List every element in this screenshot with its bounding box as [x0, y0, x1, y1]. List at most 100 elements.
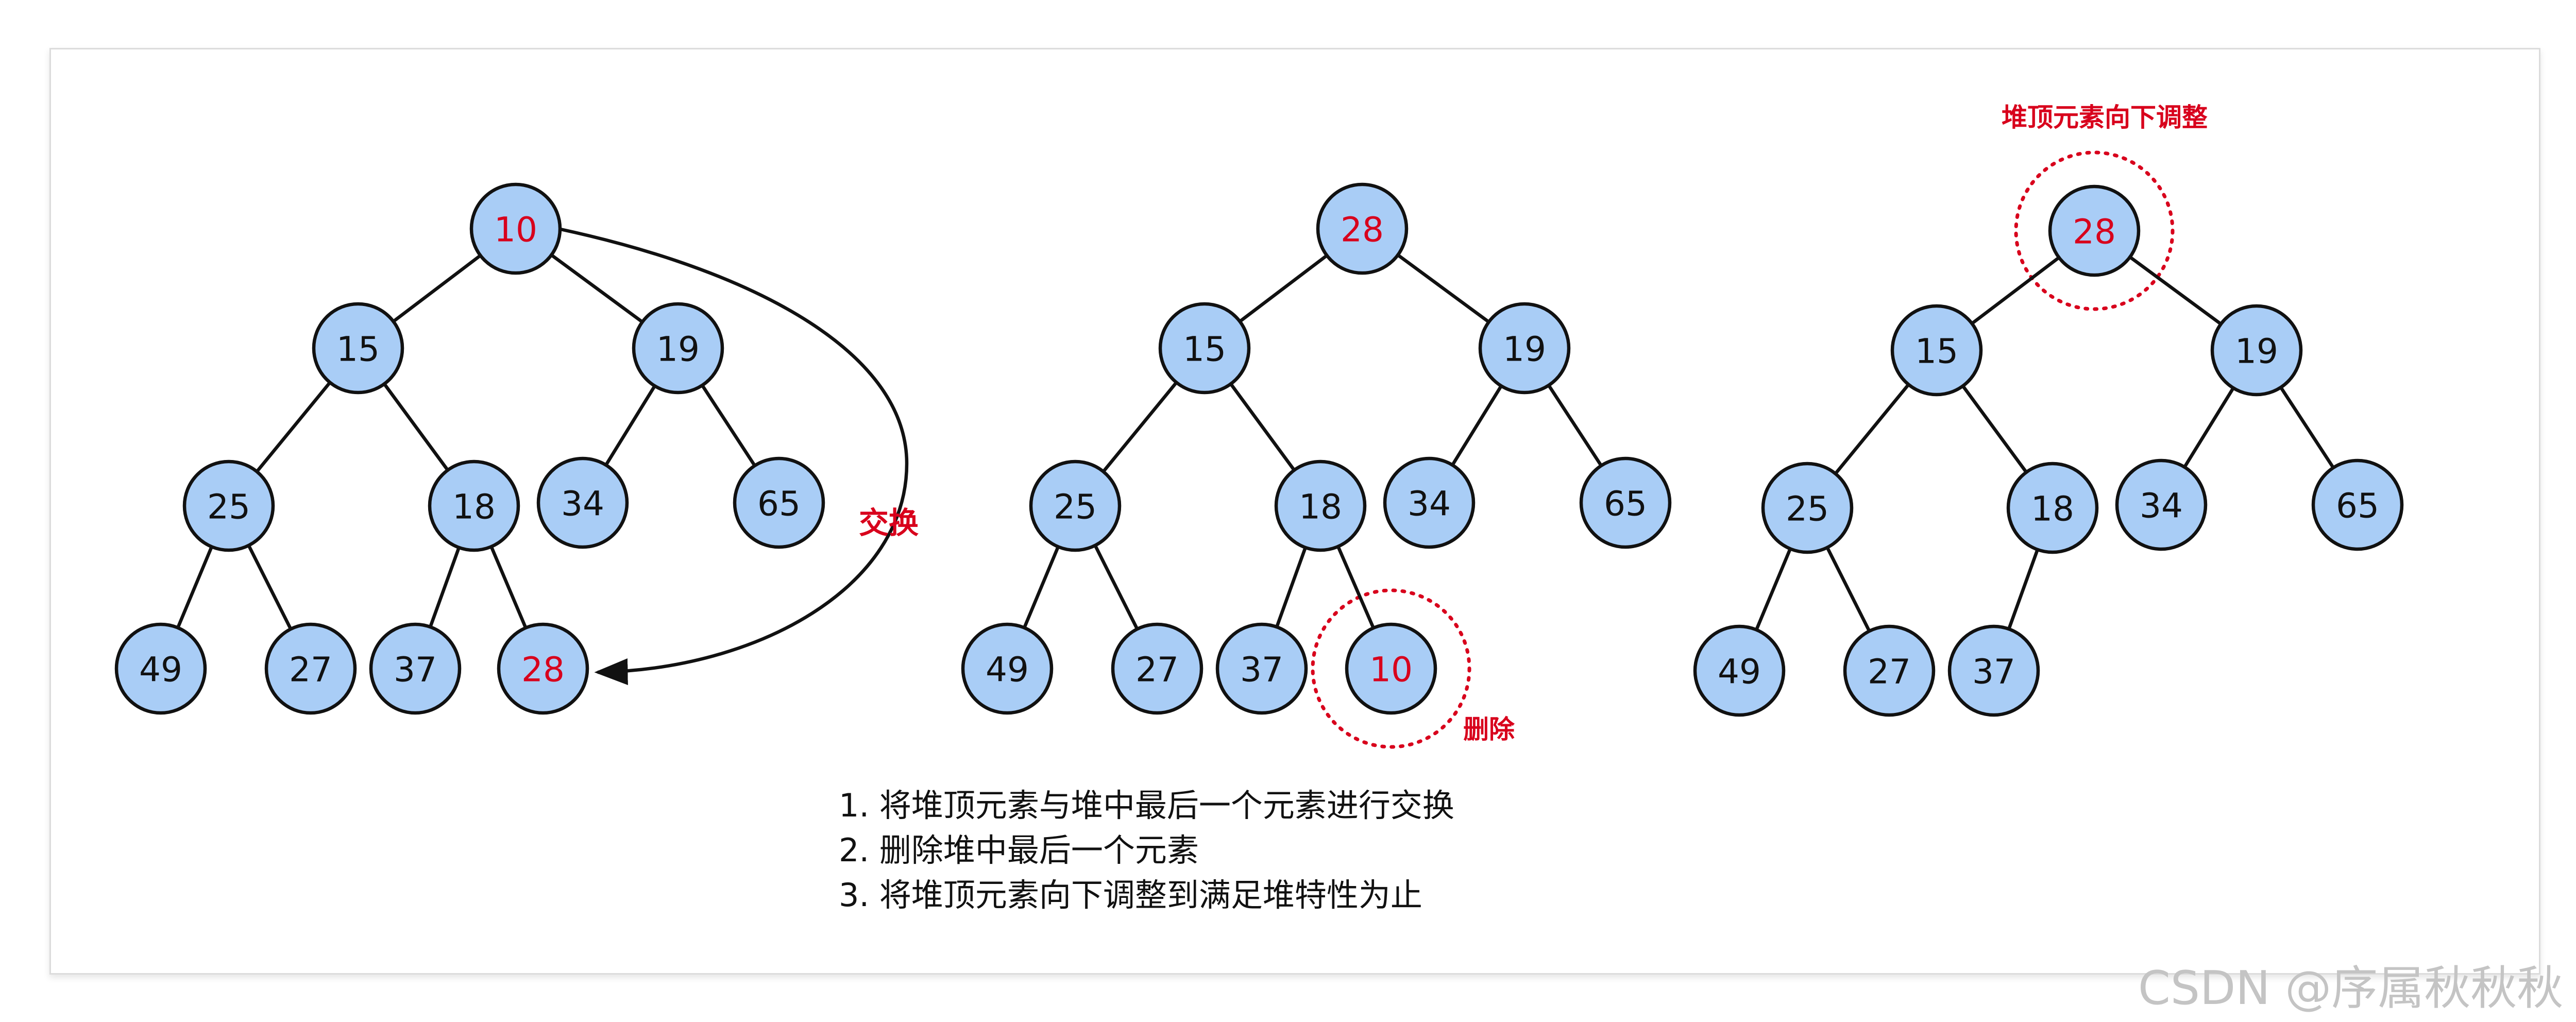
- steps-list: 1. 将堆顶元素与堆中最后一个元素进行交换 2. 删除堆中最后一个元素 3. 将…: [839, 783, 1454, 917]
- node-circle: [733, 456, 825, 549]
- tree-edge: [2129, 256, 2222, 326]
- node-value: 34: [2140, 486, 2183, 526]
- heap-node: 27: [1843, 624, 1936, 717]
- node-circle: [2311, 458, 2404, 551]
- tree-edge: [2183, 387, 2235, 468]
- heap-node: 19: [2210, 304, 2303, 397]
- tree-edge: [1961, 385, 2028, 473]
- sift-down-label: 堆顶元素向下调整: [2002, 103, 2208, 132]
- heap-node: 25: [1761, 462, 1854, 554]
- node-value: 65: [2336, 486, 2379, 526]
- heap-node: 37: [1947, 624, 2040, 717]
- tree-edge: [392, 254, 482, 323]
- node-value: 28: [2073, 212, 2116, 252]
- node-value: 15: [336, 330, 380, 369]
- node-circle: [961, 622, 1054, 715]
- node-circle: [1316, 182, 1409, 275]
- heap-node: 34: [2115, 458, 2208, 551]
- tree-edge: [1229, 383, 1296, 471]
- node-value: 65: [757, 484, 801, 524]
- heap-node: 25: [182, 459, 275, 552]
- node-value: 10: [494, 210, 537, 250]
- heap-node: 27: [264, 622, 357, 715]
- tree-edge: [1755, 548, 1792, 631]
- watermark: CSDN @序属秋秋秋: [2138, 961, 2564, 1015]
- node-circle: [1579, 456, 1672, 549]
- heap-node: 18: [428, 459, 520, 552]
- heap-node: 34: [536, 456, 629, 549]
- tree-edge: [604, 385, 656, 466]
- node-circle: [182, 459, 275, 552]
- heap-node: 65: [1579, 456, 1672, 549]
- node-circle: [1274, 459, 1367, 552]
- node-circle: [1478, 302, 1571, 395]
- node-value: 18: [1299, 487, 1342, 527]
- node-value: 49: [1718, 652, 1761, 692]
- edges-layer: [176, 253, 2335, 632]
- swap-label: 交换: [859, 505, 919, 540]
- node-circle: [536, 456, 629, 549]
- node-value: 65: [1604, 484, 1647, 524]
- tree-edge: [2007, 549, 2039, 630]
- heap-node: 15: [312, 302, 404, 395]
- tree-edge: [256, 381, 331, 473]
- node-circle: [2210, 304, 2303, 397]
- heap-node: 10: [1345, 622, 1437, 715]
- tree-edge: [1023, 546, 1060, 628]
- node-value: 28: [521, 650, 565, 690]
- node-value: 10: [1369, 650, 1413, 690]
- node-value: 15: [1915, 332, 1958, 371]
- delete-highlight-ring: [1311, 588, 1471, 749]
- node-circle: [1383, 456, 1476, 549]
- step-item: 2. 删除堆中最后一个元素: [839, 831, 1199, 869]
- tree-edge: [1825, 547, 1871, 632]
- node-value: 25: [207, 487, 250, 527]
- node-circle: [369, 622, 462, 715]
- node-value: 15: [1183, 330, 1226, 369]
- node-value: 27: [1136, 650, 1179, 690]
- tree-edge: [1275, 547, 1307, 628]
- tree-edge: [1451, 385, 1503, 466]
- swap-arrow: [560, 227, 909, 686]
- node-value: 18: [452, 487, 496, 527]
- node-circle: [312, 302, 404, 395]
- heap-node: 28: [497, 622, 589, 715]
- node-circle: [2006, 462, 2099, 554]
- heap-node: 27: [1111, 622, 1204, 715]
- node-circle: [114, 622, 207, 715]
- step-item: 1. 将堆顶元素与堆中最后一个元素进行交换: [839, 787, 1454, 824]
- tree-edge: [383, 383, 449, 471]
- node-value: 37: [1972, 652, 2015, 692]
- node-circle: [428, 459, 520, 552]
- tree-edge: [701, 384, 756, 467]
- step-item: 3. 将堆顶元素向下调整到满足堆特性为止: [839, 876, 1422, 914]
- node-circle: [1890, 304, 1983, 397]
- heap-node: 18: [2006, 462, 2099, 554]
- node-value: 27: [289, 650, 332, 690]
- tree-edge: [1239, 254, 1328, 323]
- heap-node: 15: [1158, 302, 1251, 395]
- heap-node: 65: [733, 456, 825, 549]
- node-value: 28: [1341, 210, 1384, 250]
- heap-node: 28: [2048, 184, 2141, 277]
- heap-node: 18: [1274, 459, 1367, 552]
- node-value: 18: [2031, 489, 2074, 529]
- node-circle: [1947, 624, 2040, 717]
- tree-edge: [1336, 546, 1375, 629]
- node-circle: [1111, 622, 1204, 715]
- node-circle: [1843, 624, 1936, 717]
- node-circle: [632, 302, 724, 395]
- node-value: 34: [561, 484, 604, 524]
- node-value: 27: [1868, 652, 1911, 692]
- heap-node: 49: [114, 622, 207, 715]
- heap-node: 28: [1316, 182, 1409, 275]
- tree-edge: [1397, 253, 1490, 323]
- node-value: 19: [2235, 332, 2278, 371]
- heap-node: 37: [369, 622, 462, 715]
- node-circle: [1158, 302, 1251, 395]
- heap-node: 15: [1890, 304, 1983, 397]
- node-circle: [2115, 458, 2208, 551]
- node-circle: [2048, 184, 2141, 277]
- sift-down-highlight-ring: [2014, 150, 2175, 311]
